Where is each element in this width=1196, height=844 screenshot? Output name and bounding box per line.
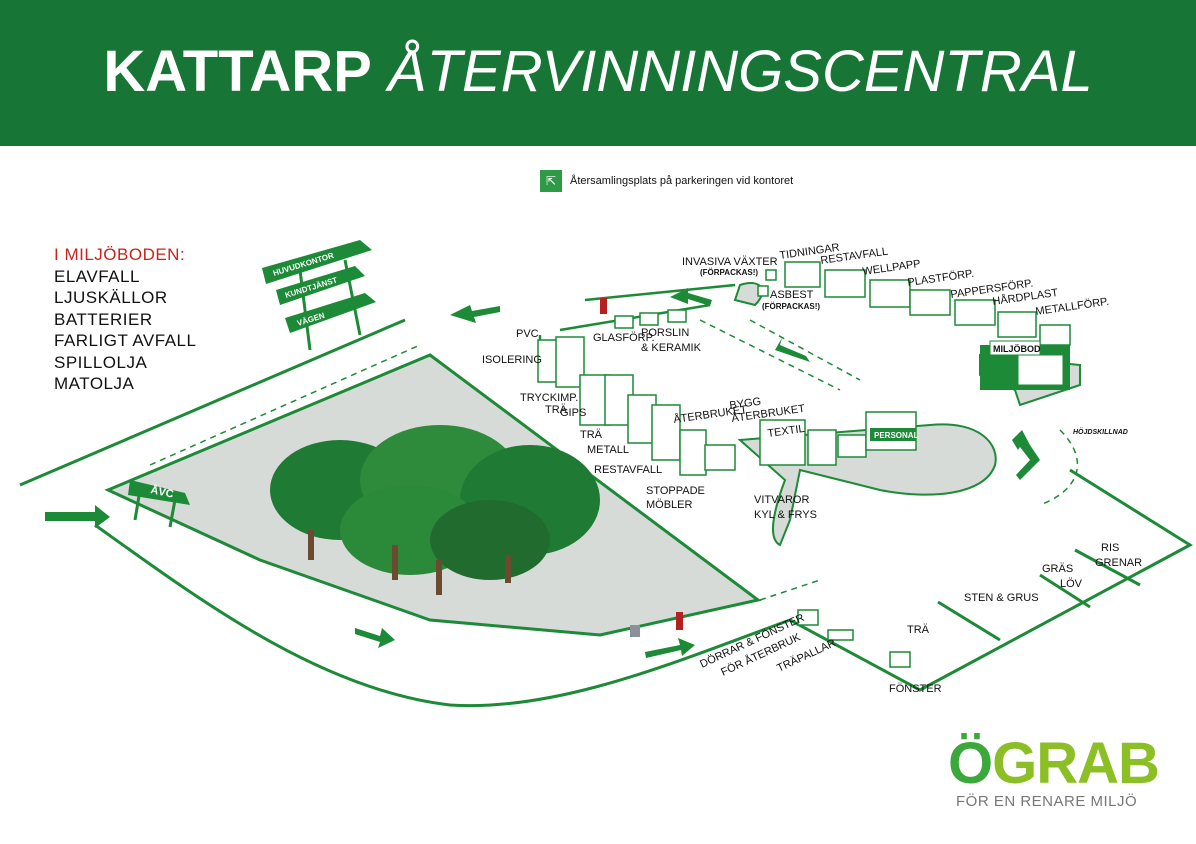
- header-banner: KATTARP ÅTERVINNINGSCENTRAL: [0, 0, 1196, 146]
- map-label: TRYCKIMP.: [520, 392, 578, 404]
- map-label: GIPS: [560, 407, 586, 419]
- map-label: MILJÖBOD: [993, 344, 1041, 354]
- map-label: TEXTIL: [767, 423, 806, 440]
- sign-avc: ÅVC: [149, 483, 174, 501]
- avc-sign[interactable]: ÅVC: [128, 480, 190, 528]
- legend-item: BATTERIER: [54, 309, 153, 329]
- map-label: GRENAR: [1095, 557, 1142, 569]
- map-label: TRÄ: [580, 429, 603, 441]
- map-label: METALL: [587, 444, 629, 456]
- yard-dividers: [937, 548, 1141, 642]
- map-label: STOPPADE: [646, 485, 705, 497]
- map-label: PERSONAL: [874, 431, 919, 440]
- barrier-icon: [600, 298, 607, 314]
- map-label: RESTAVFALL: [594, 464, 662, 476]
- map-label: & KERAMIK: [641, 342, 702, 354]
- dashed-lines: [149, 319, 1079, 601]
- ticket-machine-icon: [630, 625, 640, 637]
- containers: [537, 261, 1071, 476]
- road-edge: [94, 523, 791, 708]
- legend-item: MATOLJA: [54, 374, 135, 393]
- map-label: LÖV: [1060, 578, 1083, 590]
- assembly-point-note: ⇱ Återsamlingsplats på parkeringen vid k…: [540, 170, 793, 192]
- map-label: ASBEST: [770, 289, 814, 301]
- logo-tagline: FÖR EN RENARE MILJÖ: [956, 793, 1138, 810]
- map-label: PLASTFÖRP.: [907, 268, 975, 289]
- legend-item: SPILLOLJA: [54, 352, 148, 372]
- map-label: WELLPAPP: [862, 258, 922, 278]
- assembly-point-icon: ⇱: [540, 170, 562, 192]
- page-title: KATTARP ÅTERVINNINGSCENTRAL: [103, 39, 1093, 104]
- map-label: ISOLERING: [482, 354, 542, 366]
- legend-item: ELAVFALL: [54, 266, 140, 286]
- map-label: MÖBLER: [646, 499, 693, 511]
- map-label: TRÄ: [907, 624, 930, 636]
- miljobod-legend: I MILJÖBODEN: ELAVFALL LJUSKÄLLOR BATTER…: [54, 244, 196, 395]
- map-label: TRÄ: [545, 404, 568, 416]
- miljobod-annex: [1017, 354, 1064, 386]
- logo-wordmark: ÖGRAB: [948, 731, 1160, 796]
- trees: [270, 425, 600, 595]
- map-label: STEN & GRUS: [964, 592, 1039, 604]
- map-label: INVASIVA VÄXTER: [682, 256, 778, 268]
- direction-arrows: [45, 288, 1040, 658]
- map-label: BYGG: [729, 396, 762, 412]
- map-label: (FÖRPACKAS!): [700, 268, 758, 277]
- yard-containers: [797, 609, 911, 668]
- legend-heading: I MILJÖBODEN:: [54, 245, 186, 264]
- ograb-logo: ÖGRAB FÖR EN RENARE MILJÖ: [948, 731, 1160, 811]
- map-label: (FÖRPACKAS!): [762, 302, 820, 311]
- map-label: RIS: [1101, 542, 1119, 554]
- barrier-icon: [676, 612, 683, 630]
- assembly-point-text: Återsamlingsplats på parkeringen vid kon…: [570, 175, 794, 187]
- map-label: VITVAROR: [754, 494, 809, 506]
- map-label: KYL & FRYS: [754, 509, 817, 521]
- direction-signpost[interactable]: HUVUDKONTOR KUNDTJÄNST VÄGEN: [262, 240, 376, 351]
- map-label: GLASFÖRP.: [593, 332, 655, 344]
- map-label: PVC: [516, 328, 539, 340]
- legend-item: LJUSKÄLLOR: [54, 288, 168, 307]
- yard-edge: [789, 468, 1193, 692]
- map-label: GRÄS: [1042, 563, 1073, 575]
- map-label: HÖJDSKILLNAD: [1073, 427, 1128, 436]
- map-label: PORSLIN: [641, 327, 689, 339]
- road-edge: [19, 318, 406, 487]
- legend-item: FARLIGT AVFALL: [54, 331, 197, 350]
- map-label: FÖNSTER: [889, 683, 942, 695]
